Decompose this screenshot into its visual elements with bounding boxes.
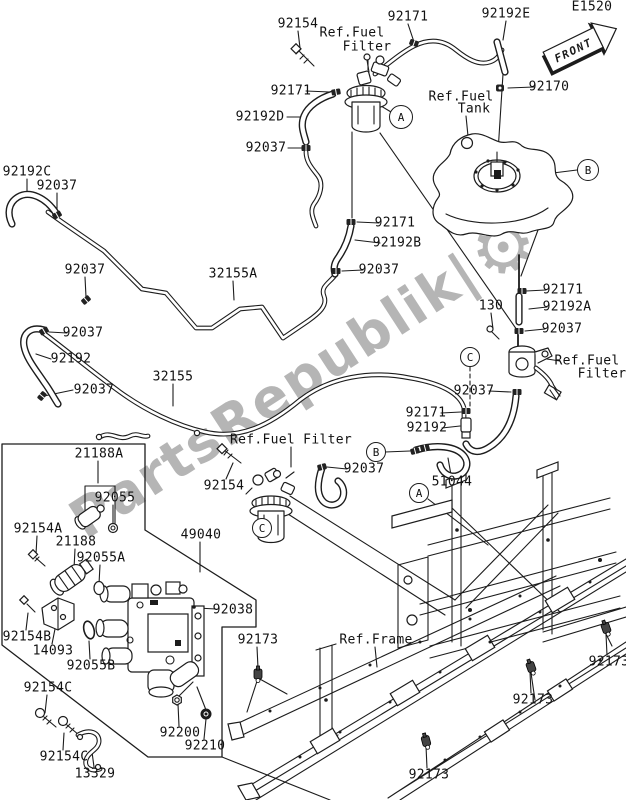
- part-number-label: 92173: [588, 654, 626, 670]
- part-number-label: 92171: [387, 9, 429, 25]
- part-number-label: E1520: [571, 0, 613, 15]
- ref-label: Ref.Frame: [339, 632, 413, 648]
- part-number-label: 92171: [542, 282, 584, 298]
- part-number-label: 92173: [237, 632, 279, 648]
- ref-label: Ref.Fuel Filter: [230, 432, 352, 448]
- ref-label: Ref.Fuel: [554, 353, 620, 369]
- fuel-filter-top-art: [344, 53, 402, 133]
- part-number-label: 92171: [270, 83, 312, 99]
- part-number-label: 92173: [408, 767, 450, 783]
- part-number-label: 92192E: [481, 6, 531, 22]
- part-number-label: 92038: [212, 602, 254, 618]
- callout-a: A: [409, 483, 429, 503]
- part-number-label: 92154: [277, 16, 319, 32]
- part-number-label: 92192A: [542, 299, 592, 315]
- part-number-label: 92055: [94, 490, 136, 506]
- part-number-label: 92192C: [2, 164, 52, 180]
- part-number-label: 51044: [431, 474, 473, 490]
- part-number-label: 92192: [50, 351, 92, 367]
- callout-b: B: [366, 442, 386, 462]
- part-number-label: 92037: [245, 140, 287, 156]
- part-number-label: 92037: [73, 382, 115, 398]
- ref-label: Ref.Fuel: [319, 25, 385, 41]
- callout-c: C: [460, 347, 480, 367]
- part-number-label: 130: [478, 298, 504, 314]
- callout-c: C: [252, 518, 272, 538]
- frame-art: [227, 461, 626, 800]
- part-number-label: 92037: [343, 461, 385, 477]
- part-number-label: 21188A: [74, 446, 124, 462]
- inset-small-parts: [18, 504, 212, 773]
- part-number-label: Filter: [577, 366, 626, 382]
- part-number-label: 32155A: [208, 266, 258, 282]
- part-number-label: 92210: [184, 738, 226, 754]
- part-number-label: 49040: [180, 527, 222, 543]
- part-number-label: 13329: [74, 766, 116, 782]
- part-number-label: 92154B: [2, 629, 52, 645]
- front-arrow-badge: FRONT: [541, 22, 618, 76]
- fuel-pump-assembly-art: [95, 581, 205, 698]
- part-number-label: 92037: [62, 325, 104, 341]
- ref-label: Ref.Fuel: [428, 89, 494, 105]
- part-number-label: 92037: [541, 321, 583, 337]
- part-number-label: 92154C: [39, 749, 89, 765]
- part-number-label: 92055B: [66, 658, 116, 674]
- part-number-label: 92170: [528, 79, 570, 95]
- part-number-label: 92154: [203, 478, 245, 494]
- part-number-label: 92037: [36, 178, 78, 194]
- fuel-filter-right-art: [486, 325, 562, 401]
- part-number-label: 92200: [159, 725, 201, 741]
- part-number-label: 92037: [358, 262, 400, 278]
- part-number-label: 92173: [512, 692, 554, 708]
- part-number-label: 92154A: [13, 521, 63, 537]
- part-number-label: 92171: [374, 215, 416, 231]
- part-number-label: Filter: [342, 39, 392, 55]
- callout-a: A: [389, 105, 413, 129]
- part-number-label: 14093: [32, 643, 74, 659]
- part-number-label: 92037: [64, 262, 106, 278]
- part-number-label: 92154C: [23, 680, 73, 696]
- part-number-label: 92171: [405, 405, 447, 421]
- part-number-label: 92037: [453, 383, 495, 399]
- callout-b: B: [577, 159, 599, 181]
- part-number-label: Tank: [457, 101, 491, 117]
- part-number-label: 32155: [152, 369, 194, 385]
- part-number-label: 21188: [55, 534, 97, 550]
- fuel-tank-art: [432, 133, 574, 237]
- part-number-label: 92192D: [235, 109, 285, 125]
- part-number-label: 92192B: [372, 235, 422, 251]
- part-number-label: 92192: [406, 420, 448, 436]
- part-number-label: 92055A: [76, 550, 126, 566]
